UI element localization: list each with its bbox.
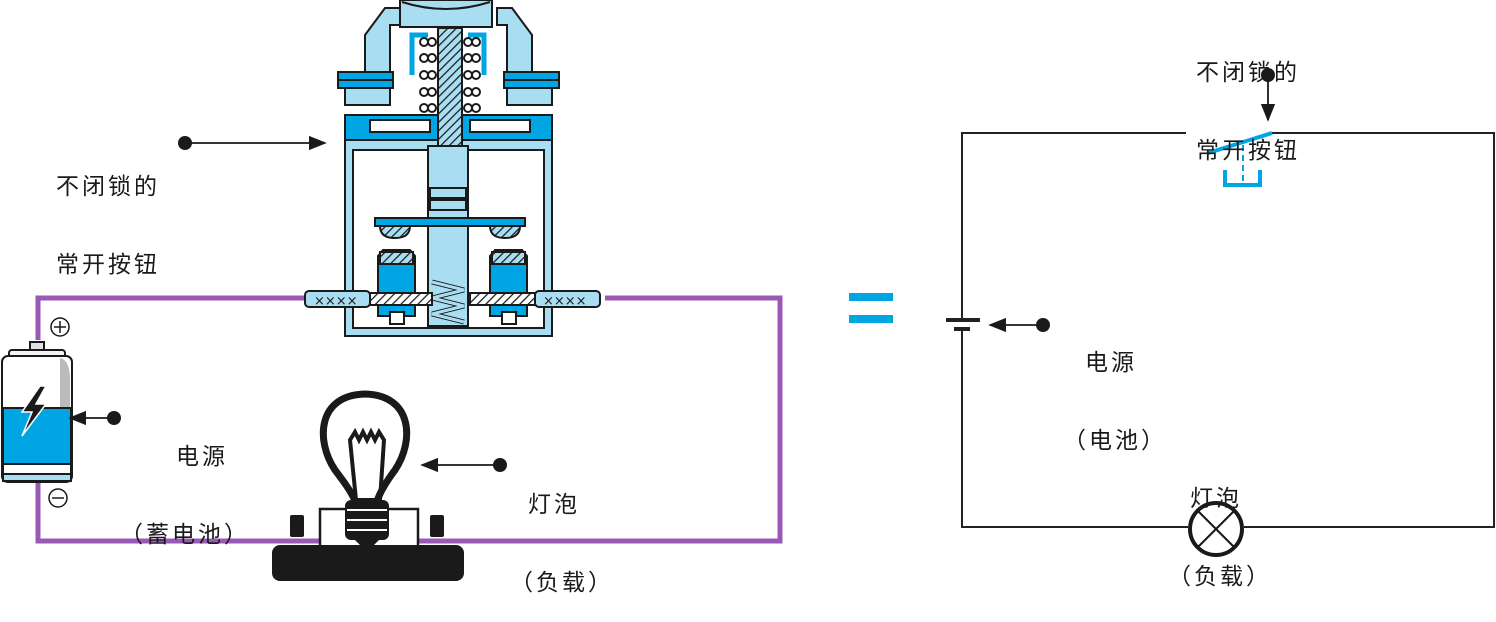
label-line: 灯泡 bbox=[528, 492, 580, 518]
label-line: （电池） bbox=[1063, 428, 1167, 454]
bulb-illustration bbox=[272, 390, 464, 581]
wire-insulation-marks: ×××× ×××× bbox=[314, 294, 587, 309]
schematic-lamp-icon bbox=[1188, 501, 1244, 557]
schematic-switch-icon bbox=[1207, 131, 1273, 187]
label-line: 不闭锁的 bbox=[56, 174, 160, 200]
schematic-button-label: 不闭锁的 常开按钮 bbox=[1196, 8, 1300, 190]
label-line: 灯泡 bbox=[1190, 486, 1242, 512]
pictorial-wire bbox=[35, 295, 783, 544]
label-line: 不闭锁的 bbox=[1196, 60, 1300, 86]
pictorial-bulb-label: 灯泡 （负载） bbox=[510, 440, 614, 622]
schematic-bulb-label: 灯泡 （负载） bbox=[1168, 434, 1272, 616]
battery-plus-icon bbox=[50, 317, 70, 337]
label-line: （蓄电池） bbox=[120, 522, 250, 548]
label-line: 常开按钮 bbox=[56, 252, 160, 278]
svg-text:××××: ×××× bbox=[314, 294, 358, 309]
label-line: 常开按钮 bbox=[1196, 138, 1300, 164]
label-line: 电源 bbox=[176, 444, 228, 470]
schematic-battery-icon bbox=[946, 318, 980, 331]
battery-illustration bbox=[1, 341, 73, 483]
equals-sign-icon bbox=[849, 293, 893, 323]
label-line: 电源 bbox=[1085, 350, 1137, 376]
pictorial-bulb-pointer bbox=[420, 457, 507, 473]
circuit-diagram: ×××× ×××× bbox=[1, 0, 1495, 581]
schematic-button-pointer bbox=[1260, 68, 1276, 122]
pictorial-button-label: 不闭锁的 常开按钮 bbox=[56, 122, 160, 304]
push-button-illustration bbox=[304, 0, 601, 337]
schematic-battery-label: 电源 （电池） bbox=[1063, 298, 1167, 480]
svg-text:××××: ×××× bbox=[543, 294, 587, 309]
label-line: （负载） bbox=[1168, 564, 1272, 590]
pictorial-button-pointer bbox=[178, 135, 327, 151]
schematic-battery-pointer bbox=[988, 317, 1050, 333]
pictorial-battery-label: 电源 （蓄电池） bbox=[120, 392, 250, 574]
pictorial-battery-pointer bbox=[68, 410, 121, 426]
battery-minus-icon bbox=[48, 488, 68, 508]
label-line: （负载） bbox=[510, 570, 614, 596]
schematic-wire bbox=[961, 132, 1495, 528]
